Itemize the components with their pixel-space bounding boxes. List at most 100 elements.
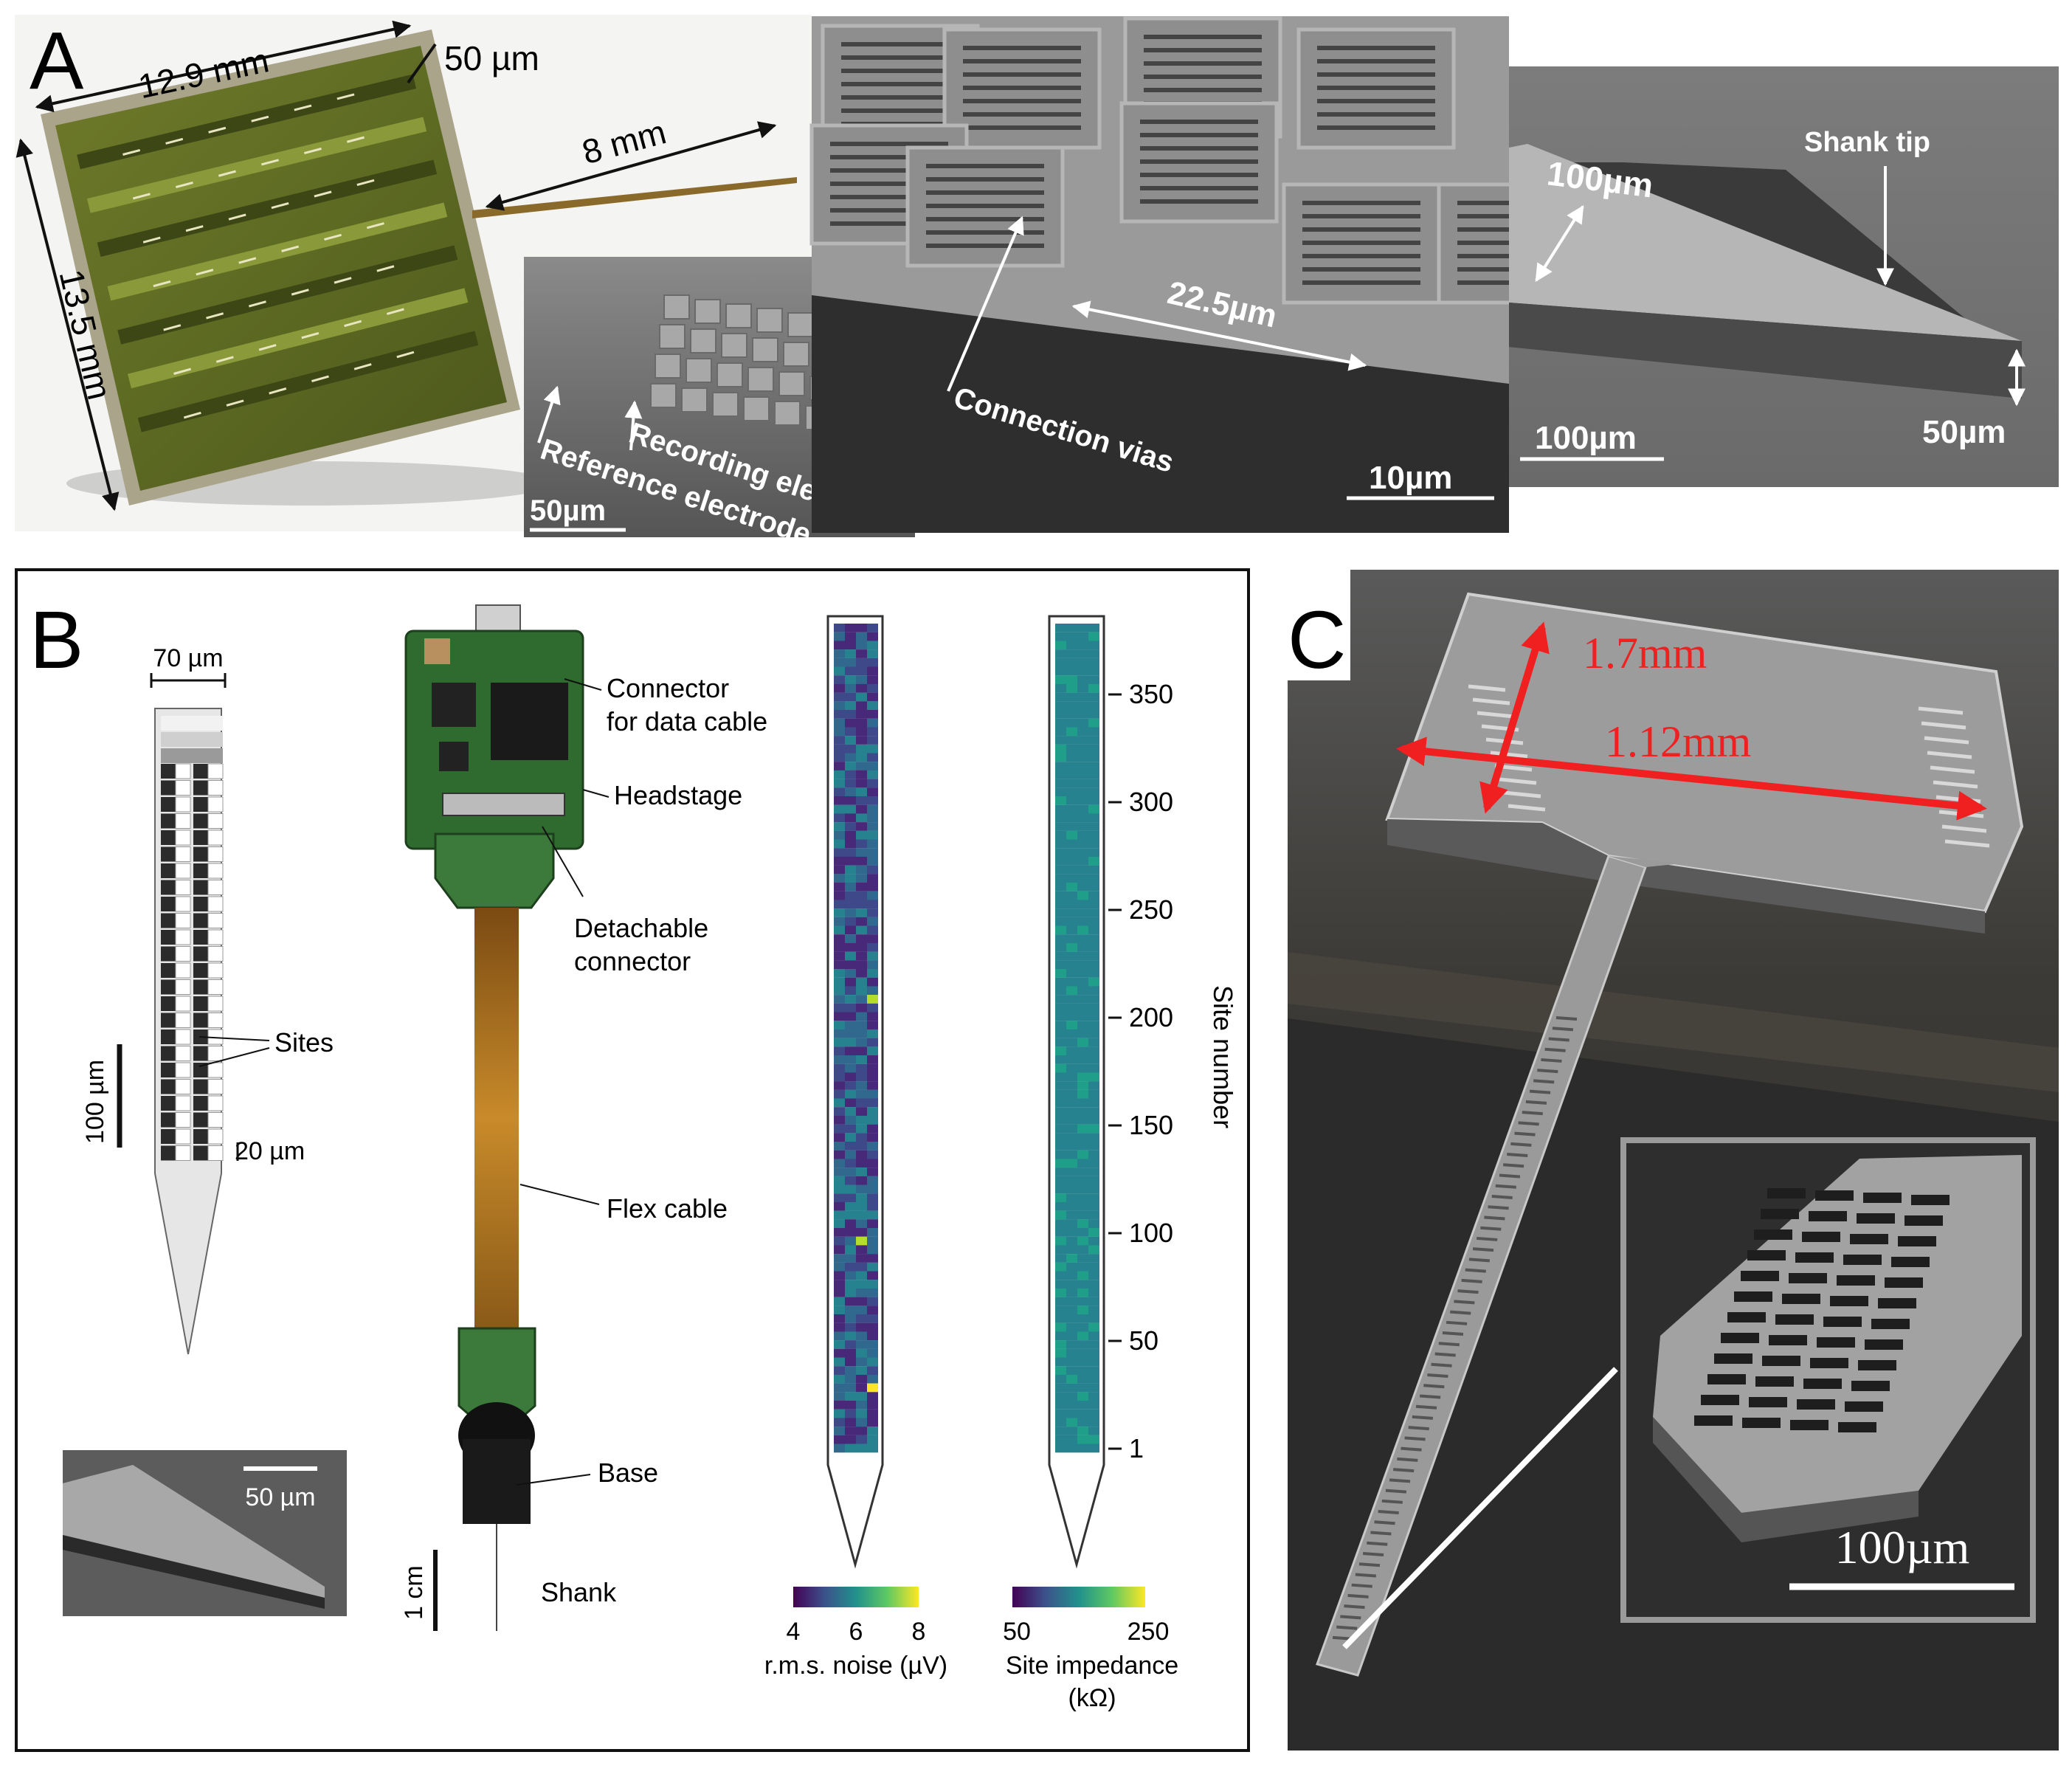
noise-cell	[834, 1322, 845, 1332]
probe-site	[193, 797, 208, 812]
noise-cell	[834, 710, 845, 719]
impedance-cell	[1077, 683, 1088, 693]
impedance-cell	[1088, 1063, 1099, 1073]
noise-cell	[867, 960, 878, 970]
shank-site-row	[1404, 1436, 1426, 1441]
probe-site	[161, 946, 176, 962]
impedance-cell	[1066, 649, 1077, 658]
noise-cell	[856, 865, 867, 875]
noise-cell	[845, 718, 856, 728]
impedance-cell	[1066, 796, 1077, 805]
impedance-cell	[1066, 1184, 1077, 1194]
probe-site	[161, 813, 176, 829]
noise-cell	[856, 770, 867, 779]
impedance-cell	[1077, 1357, 1088, 1367]
noise-cell	[845, 1340, 856, 1349]
probe-site-gap	[175, 763, 191, 779]
noise-cell	[834, 1435, 845, 1444]
impedance-cell	[1055, 942, 1066, 952]
inset-site	[1754, 1229, 1792, 1240]
noise-cell	[867, 839, 878, 849]
noise-cell	[856, 624, 867, 632]
impedance-cell	[1077, 779, 1088, 788]
noise-cell	[867, 891, 878, 900]
noise-cell	[867, 1340, 878, 1349]
noise-cell	[834, 1366, 845, 1375]
impedance-cell	[1088, 1262, 1099, 1272]
impedance-cell	[1055, 1176, 1066, 1185]
impedance-cell	[1077, 960, 1088, 970]
impedance-cell	[1088, 692, 1099, 702]
impedance-cell	[1066, 986, 1077, 996]
noise-cell	[867, 1280, 878, 1289]
noise-cell	[867, 1029, 878, 1038]
probe-width-label: 70 µm	[153, 644, 223, 672]
probe-site	[193, 780, 208, 796]
impedance-cell	[1088, 1012, 1099, 1021]
impedance-cell	[1055, 874, 1066, 883]
noise-cell	[834, 1228, 845, 1237]
impedance-cell	[1055, 1271, 1066, 1280]
noise-cell	[845, 908, 856, 917]
impedance-cell	[1055, 796, 1066, 805]
probe-site	[161, 913, 176, 928]
impedance-cell	[1088, 1098, 1099, 1108]
impedance-cell	[1088, 1435, 1099, 1444]
dim-height-arrow	[15, 138, 120, 511]
noise-cell	[834, 1409, 845, 1418]
impedance-cell	[1066, 1029, 1077, 1038]
impedance-cell	[1066, 1133, 1077, 1142]
impedance-cell	[1066, 1254, 1077, 1263]
inset-pointer	[1342, 1367, 1618, 1649]
panel-c-label-box	[1288, 570, 1350, 680]
inset-site	[1742, 1418, 1781, 1428]
impedance-cell	[1088, 1401, 1099, 1410]
impedance-cell	[1088, 1228, 1099, 1237]
noise-cell	[867, 1305, 878, 1315]
chip-stripe	[107, 202, 448, 301]
chip-stripe	[97, 159, 438, 258]
probe-site	[193, 996, 208, 1011]
impedance-cell	[1055, 1444, 1066, 1453]
impedance-cell	[1077, 856, 1088, 866]
probe-site-gap	[207, 1062, 224, 1078]
probe-site-gap	[207, 846, 224, 862]
impedance-cell	[1077, 1046, 1088, 1056]
impedance-cell	[1066, 917, 1077, 926]
impedance-cell	[1088, 1046, 1099, 1056]
probe-site	[161, 1046, 176, 1061]
impedance-cell	[1088, 1254, 1099, 1263]
noise-cell	[834, 1219, 845, 1229]
impedance-cell	[1066, 1193, 1077, 1202]
impedance-cell	[1088, 770, 1099, 779]
impedance-cell	[1088, 1280, 1099, 1289]
impedance-cell	[1088, 804, 1099, 814]
site-tick-0: 350	[1129, 679, 1173, 709]
impedance-cell	[1077, 1115, 1088, 1125]
site-tick-3: 200	[1129, 1002, 1173, 1032]
impedance-cell	[1088, 1167, 1099, 1176]
impedance-cell	[1055, 1280, 1066, 1289]
noise-cell	[867, 1374, 878, 1384]
shank-site-row	[1555, 1016, 1578, 1021]
sem1-pad	[721, 333, 747, 358]
impedance-cell	[1055, 1201, 1066, 1211]
noise-cell	[845, 848, 856, 857]
shank-site-row	[1537, 1069, 1558, 1074]
impedance-cell	[1088, 649, 1099, 658]
probe-site-gap	[175, 780, 191, 796]
noise-cell	[867, 1176, 878, 1185]
noise-cell	[845, 1383, 856, 1393]
noise-cell	[856, 1003, 867, 1013]
impedance-cell	[1077, 839, 1088, 849]
impedance-cell	[1055, 1288, 1066, 1297]
impedance-cell	[1055, 1409, 1066, 1418]
impedance-cell	[1066, 830, 1077, 840]
impedance-cell	[1077, 1159, 1088, 1168]
probe-site-gap	[207, 979, 224, 995]
impedance-cell	[1066, 1262, 1077, 1272]
impedance-cell	[1088, 917, 1099, 926]
impedance-cell	[1055, 736, 1066, 745]
impedance-cell	[1066, 641, 1077, 650]
